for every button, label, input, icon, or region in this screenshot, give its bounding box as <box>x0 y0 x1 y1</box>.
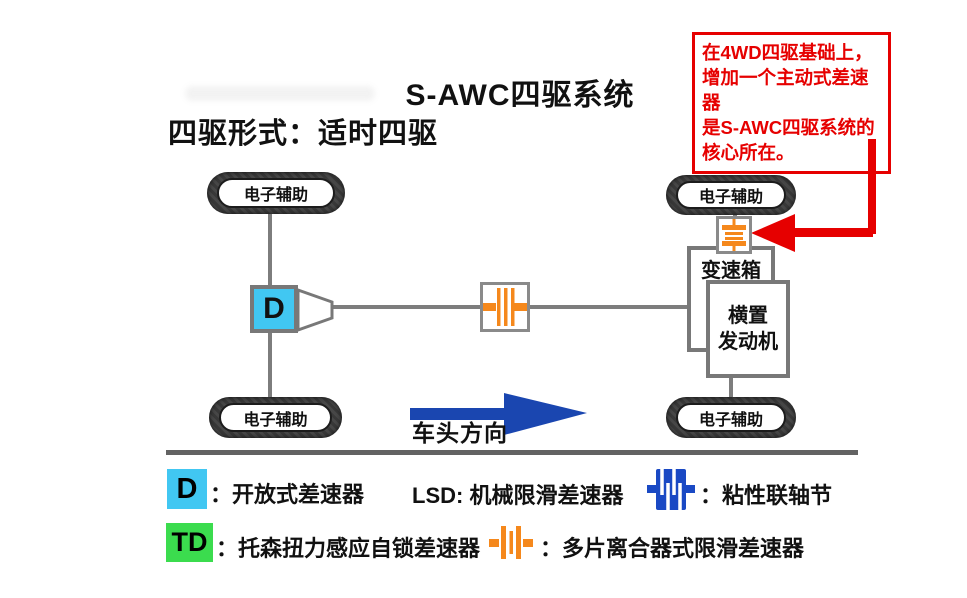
direction-label: 车头方向 <box>412 420 508 446</box>
legend-open-diff-letter: D <box>176 472 198 505</box>
engine-label-line1: 横置 <box>728 305 768 327</box>
wheel-label: 电子辅助 <box>219 403 332 432</box>
callout-line: 在4WD四驱基础上， <box>702 42 873 63</box>
wheel-rear-right: 电子辅助 <box>666 397 796 438</box>
page-title: S-AWC四驱系统 <box>405 79 635 112</box>
wheel-rear-left: 电子辅助 <box>209 397 342 438</box>
callout-line: 增加一个主动式差速器 <box>702 67 869 113</box>
direction-arrow-icon <box>410 393 587 435</box>
subtitle: 四驱形式：适时四驱 <box>168 118 439 150</box>
active-differential-box <box>716 216 752 254</box>
open-differential-letter: D <box>263 292 285 325</box>
axle-line-front-left <box>268 212 272 287</box>
legend-multi-plate-label: ：多片离合器式限滑差速器 <box>540 536 805 561</box>
wheel-front-right: 电子辅助 <box>666 175 796 215</box>
wheel-label: 电子辅助 <box>676 181 786 209</box>
legend-open-diff-label: ：开放式差速器 <box>210 482 365 507</box>
multi-plate-clutch-legend-icon <box>489 526 533 559</box>
callout-box: 在4WD四驱基础上， 增加一个主动式差速器 是S-AWC四驱系统的 核心所在。 <box>692 32 891 174</box>
legend-torsen-letters: TD <box>171 527 208 557</box>
legend-divider <box>166 450 858 455</box>
engine-label-line2: 发动机 <box>718 331 778 353</box>
open-differential-box: D <box>250 285 298 333</box>
wheel-front-left: 电子辅助 <box>207 172 345 214</box>
engine-box: 横置 发动机 <box>706 280 790 378</box>
axle-line-rear-right <box>729 375 733 398</box>
callout-line: 是S-AWC四驱系统的 <box>702 117 875 138</box>
wheel-label: 电子辅助 <box>676 403 786 432</box>
axle-line-rear-left <box>268 331 272 399</box>
driveshaft-left-segment <box>330 305 482 309</box>
legend-open-diff-symbol: D <box>167 469 207 509</box>
gearbox-label: 变速箱 <box>701 260 761 282</box>
legend-torsen-label: ：托森扭力感应自锁差速器 <box>216 536 481 561</box>
multi-plate-clutch-icon <box>483 288 527 326</box>
legend-viscous-label: ：粘性联轴节 <box>700 483 833 508</box>
callout-line: 核心所在。 <box>702 142 795 163</box>
watermark-smudge <box>185 86 375 101</box>
center-coupling-box <box>480 282 530 332</box>
driveshaft-right-segment <box>528 305 688 309</box>
legend-lsd-label: LSD: 机械限滑差速器 <box>412 483 624 508</box>
active-diff-clutch-icon <box>722 219 746 251</box>
callout-connector-line <box>868 139 876 234</box>
legend-torsen-symbol: TD <box>166 523 213 562</box>
callout-arrow-shaft <box>793 228 873 237</box>
bevel-gear-icon <box>296 288 334 332</box>
wheel-label: 电子辅助 <box>217 178 335 208</box>
red-arrowhead-icon <box>751 214 795 252</box>
viscous-coupling-icon <box>647 469 695 510</box>
